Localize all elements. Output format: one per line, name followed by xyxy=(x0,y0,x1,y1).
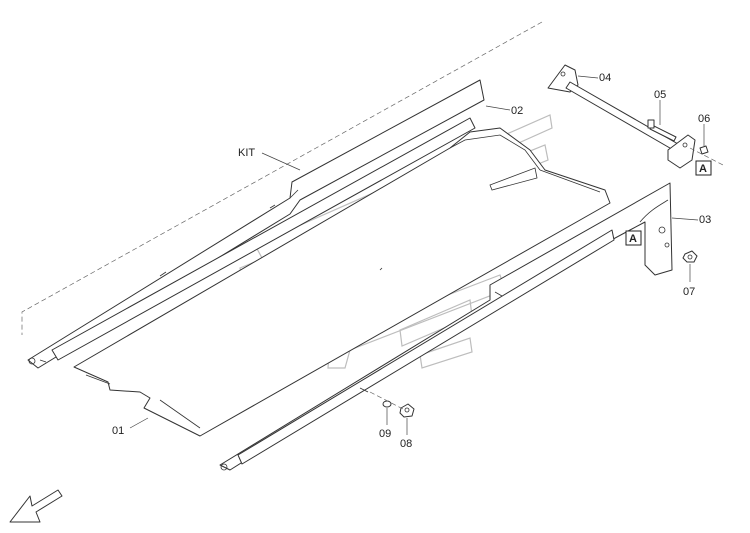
svg-text:A: A xyxy=(699,163,707,175)
label-08: 08 xyxy=(400,438,412,450)
label-03: 03 xyxy=(699,214,711,226)
part-06-nut xyxy=(689,145,726,167)
part-07-nut xyxy=(682,250,698,263)
label-02: 02 xyxy=(511,105,523,117)
detail-ref-a-upper: A xyxy=(695,160,712,176)
label-09: 09 xyxy=(379,428,391,440)
part-05-bolt xyxy=(647,119,677,142)
label-04: 04 xyxy=(599,72,611,84)
part-02-left-rail xyxy=(27,79,485,369)
kit-label: KIT xyxy=(238,147,255,159)
kit-outline xyxy=(21,21,543,335)
svg-text:A: A xyxy=(629,233,637,245)
part-01-panel xyxy=(73,127,611,437)
leader-lines xyxy=(129,75,705,435)
part-03-right-rail xyxy=(219,182,673,471)
label-06: 06 xyxy=(698,113,710,125)
label-01: 01 xyxy=(112,425,124,437)
part-08-nut xyxy=(399,403,415,418)
label-07: 07 xyxy=(683,286,695,298)
part-04-support-bar xyxy=(547,64,696,169)
label-05: 05 xyxy=(654,89,666,101)
direction-arrow-icon xyxy=(9,489,63,523)
detail-ref-a-lower: A xyxy=(625,230,642,246)
part-09-washer xyxy=(369,391,406,411)
